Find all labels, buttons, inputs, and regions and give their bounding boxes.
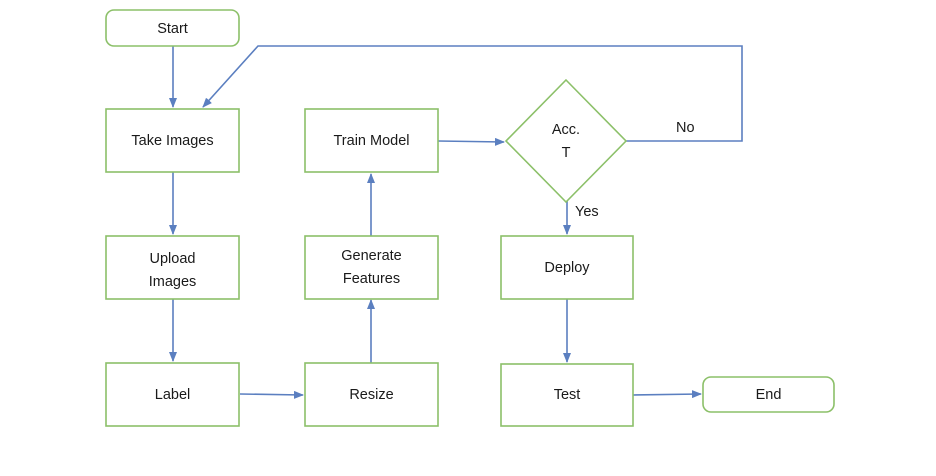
generate-features-node: Generate Features bbox=[304, 235, 439, 300]
test-node: Test bbox=[500, 363, 634, 427]
start-node: Start bbox=[105, 9, 240, 47]
start-node-label: Start bbox=[157, 21, 188, 37]
upload-images-node-label-line2: Images bbox=[149, 274, 197, 290]
generate-features-node-label-line1: Generate bbox=[341, 248, 401, 264]
edge-label-yes: Yes bbox=[575, 204, 599, 220]
edges: Yes No bbox=[169, 45, 743, 399]
deploy-node: Deploy bbox=[500, 235, 634, 300]
upload-images-node: Upload Images bbox=[105, 235, 240, 300]
take-images-node: Take Images bbox=[105, 108, 240, 173]
train-model-node-label: Train Model bbox=[333, 133, 409, 149]
edge-test-to-end bbox=[632, 390, 702, 399]
resize-node: Resize bbox=[304, 362, 439, 427]
label-node: Label bbox=[105, 362, 240, 427]
edge-train-model-to-decision bbox=[437, 137, 505, 146]
generate-features-node-label-line2: Features bbox=[343, 271, 400, 287]
edge-label-no: No bbox=[676, 120, 695, 136]
take-images-node-label: Take Images bbox=[131, 133, 213, 149]
accuracy-decision-label-line1: Acc. bbox=[552, 122, 580, 138]
edge-label-to-resize bbox=[239, 390, 304, 399]
nodes: Start Take Images Upload Images Label Re… bbox=[105, 9, 835, 427]
deploy-node-label: Deploy bbox=[544, 260, 590, 276]
accuracy-decision-label-line2: T bbox=[562, 145, 571, 161]
accuracy-decision-node: Acc. T bbox=[504, 78, 628, 204]
upload-images-node-label-line1: Upload bbox=[150, 251, 196, 267]
end-node-label: End bbox=[756, 387, 782, 403]
label-node-label: Label bbox=[155, 387, 190, 403]
end-node: End bbox=[702, 376, 835, 413]
resize-node-label: Resize bbox=[349, 387, 393, 403]
train-model-node: Train Model bbox=[304, 108, 439, 173]
test-node-label: Test bbox=[554, 387, 581, 403]
edge-decision-no-loop-to-take-images bbox=[202, 45, 743, 142]
